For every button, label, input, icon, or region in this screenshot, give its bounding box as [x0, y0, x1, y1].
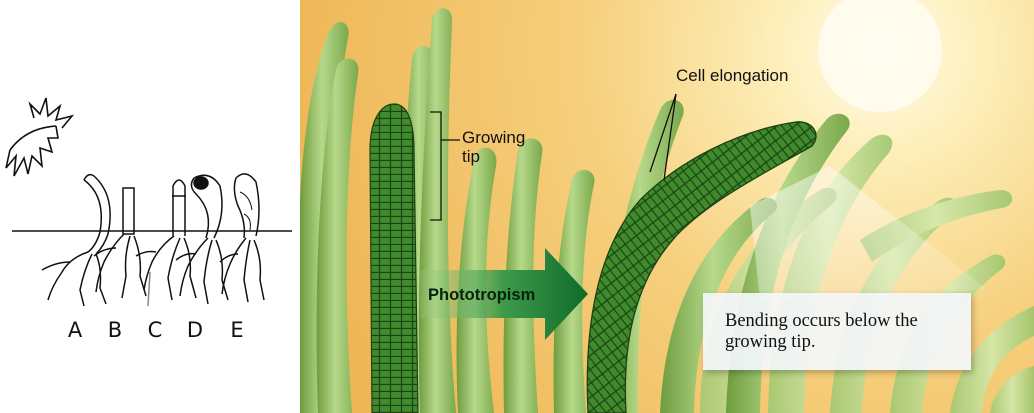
seedling-e [220, 174, 264, 302]
growing-tip-label: Growing tip [462, 128, 525, 166]
seedling-d [176, 175, 228, 304]
straight-coleoptile-cells [370, 104, 418, 413]
cell-elongation-label: Cell elongation [676, 66, 788, 86]
stage-label-c: C [140, 318, 170, 342]
stage-label-b: B [100, 318, 130, 342]
stage-label-d: D [180, 318, 210, 342]
seedling-c [136, 180, 196, 306]
stage-label-e: E [222, 318, 252, 342]
seedling-a [42, 175, 110, 306]
phototropism-label: Phototropism [428, 286, 578, 305]
bending-callout: Bending occurs below the growing tip. [703, 293, 971, 370]
sun-icon [6, 98, 72, 176]
callout-text: Bending occurs below the growing tip. [725, 311, 965, 353]
experiment-drawing [0, 0, 300, 413]
stage-label-a: A [60, 318, 90, 342]
coleoptile-experiment-diagram: A B C D E [0, 0, 300, 413]
seedling-b [94, 188, 146, 298]
